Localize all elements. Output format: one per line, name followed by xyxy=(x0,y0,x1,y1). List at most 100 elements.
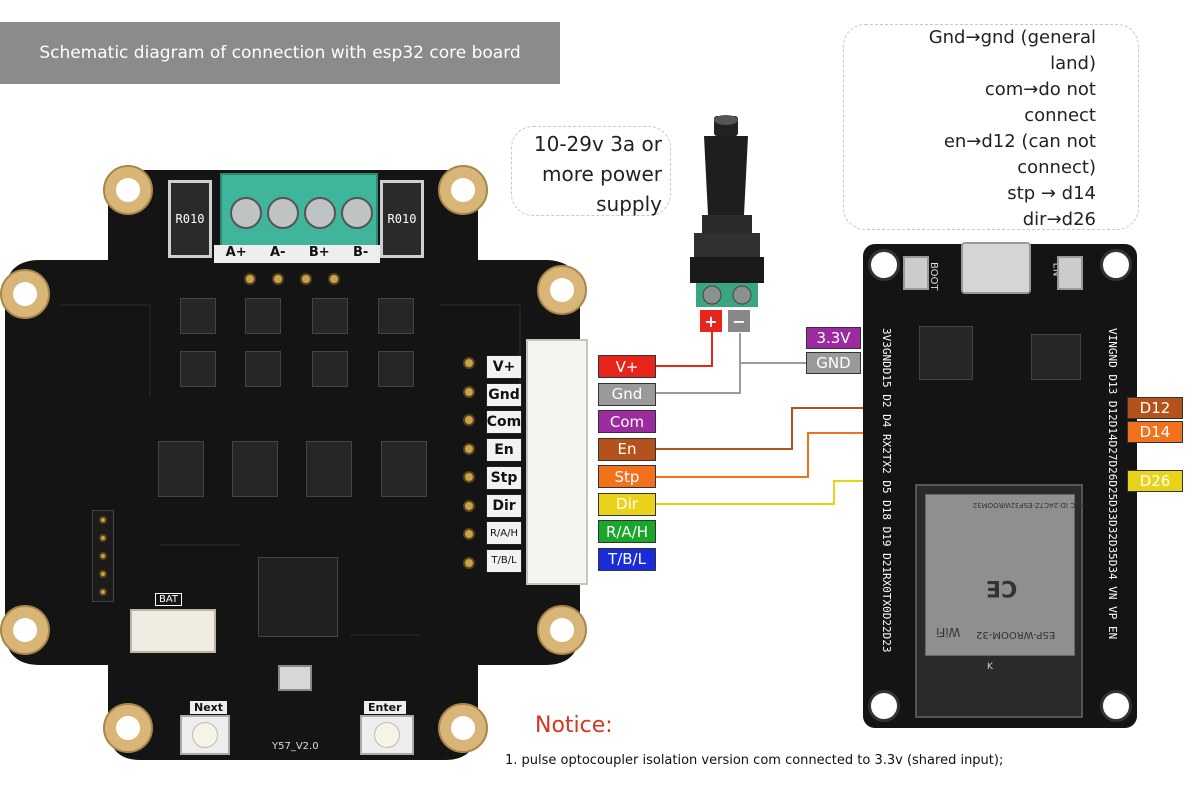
sense-resistor: R010 xyxy=(168,180,212,258)
header-pad xyxy=(463,499,475,512)
mapping-note-line: stp → d14 xyxy=(1007,183,1096,204)
module-k-label: K xyxy=(987,662,993,672)
signal-label-tbl: T/B/L xyxy=(598,547,656,571)
mounting-hole xyxy=(438,165,488,215)
jack-plus-label: + xyxy=(700,310,722,332)
module-ce-label: CE xyxy=(986,575,1018,600)
header-label-tbl: T/B/L xyxy=(486,548,522,573)
gate-driver-chip xyxy=(381,441,427,497)
pin-mapping-note: Gnd→gnd (general land) com→do not connec… xyxy=(843,24,1139,230)
header-label-vplus: V+ xyxy=(486,355,522,379)
jack-minus-label: − xyxy=(728,310,750,332)
module-wifi-label: WiFi xyxy=(936,625,961,639)
mounting-hole xyxy=(1100,690,1132,722)
right-pin-labels: VINGND D13 D12D14D27D26D25D33D32D35D34 V… xyxy=(1106,328,1119,640)
esp32-label-gnd: GND xyxy=(806,352,861,374)
signal-label-dir: Dir xyxy=(598,492,656,516)
signal-label-list: V+ Gnd Com En Stp Dir R/A/H T/B/L xyxy=(598,355,658,571)
microcontroller-chip xyxy=(258,557,338,637)
programming-header xyxy=(92,510,114,602)
motor-terminal-labels: A+ A- B+ B- xyxy=(214,245,380,263)
motor-terminal-block xyxy=(220,173,378,247)
stepper-driver-board: R010 R010 A+ A- B+ B- BAT Next Enter xyxy=(0,165,590,765)
terminal-screw xyxy=(304,197,336,229)
terminal-label: B+ xyxy=(308,245,330,260)
signal-label-gnd: Gnd xyxy=(598,382,656,406)
mounting-hole xyxy=(0,269,50,319)
notice-line: 1. pulse optocoupler isolation version c… xyxy=(505,753,1004,768)
dc-power-jack xyxy=(684,110,770,310)
signal-label-en: En xyxy=(598,437,656,461)
header-pad xyxy=(99,516,107,524)
header-pad xyxy=(463,385,475,398)
regulator-chip xyxy=(1031,334,1081,380)
mosfet-chip xyxy=(180,351,216,387)
next-button[interactable] xyxy=(180,715,230,755)
header-label-en: En xyxy=(486,438,522,463)
mounting-hole xyxy=(537,605,587,655)
header-pad xyxy=(463,442,475,455)
enter-button[interactable] xyxy=(360,715,414,755)
esp32-label-3v3: 3.3V xyxy=(806,327,861,349)
control-header-labels: V+ Gnd Com En Stp Dir R/A/H T/B/L xyxy=(486,355,524,573)
mosfet-chip xyxy=(378,351,414,387)
mapping-note-line: Gnd→gnd (general xyxy=(928,27,1096,48)
mapping-note-line: dir→d26 xyxy=(1022,209,1096,230)
mounting-hole xyxy=(103,703,153,753)
boot-button[interactable] xyxy=(903,256,929,290)
mosfet-chip xyxy=(180,298,216,334)
mounting-hole xyxy=(1100,249,1132,281)
header-label-com: Com xyxy=(486,410,522,435)
power-note-line: supply xyxy=(596,192,662,216)
sense-resistor: R010 xyxy=(380,180,424,258)
header-pad xyxy=(99,534,107,542)
esp32-label-d12: D12 xyxy=(1127,397,1183,419)
enter-button-label: Enter xyxy=(364,701,406,714)
board-version: Y57_V2.0 xyxy=(272,741,319,752)
header-pad xyxy=(463,357,475,369)
control-header-pads xyxy=(461,357,477,569)
mapping-note-line: connect) xyxy=(1017,157,1096,178)
gate-driver-chip xyxy=(158,441,204,497)
header-pad xyxy=(328,273,340,285)
wire-gnd xyxy=(656,333,741,394)
terminal-label: B- xyxy=(353,245,369,260)
header-pad xyxy=(99,552,107,560)
mapping-note-line: com→do not xyxy=(984,79,1096,100)
esp32-board: BOOT EN 3V3GNDD15 D2 D4 RX2TX2 D5 D18 D1… xyxy=(863,242,1137,728)
header-pad xyxy=(463,556,475,569)
terminal-screw xyxy=(341,197,373,229)
en-button[interactable] xyxy=(1057,256,1083,290)
header-label-stp: Stp xyxy=(486,465,522,490)
power-note-line: 10-29v 3a or xyxy=(533,132,662,156)
esp32-label-d26: D26 xyxy=(1127,470,1183,492)
usb-port[interactable] xyxy=(961,242,1031,294)
mosfet-chip xyxy=(245,298,281,334)
module-shield: FCC ID:2AC7Z-ESP32WROOM32 CE WiFi ESP-WR… xyxy=(925,494,1084,656)
crystal xyxy=(278,665,312,691)
header-pad xyxy=(272,273,284,285)
header-pad xyxy=(300,273,312,285)
terminal-label: A- xyxy=(270,245,286,260)
mounting-hole xyxy=(0,605,50,655)
wire-vplus xyxy=(656,330,713,367)
left-pin-labels: 3V3GNDD15 D2 D4 RX2TX2 D5 D18 D19 D21RX0… xyxy=(880,328,893,653)
gate-driver-chip xyxy=(232,441,278,497)
mounting-hole xyxy=(103,165,153,215)
signal-label-stp: Stp xyxy=(598,465,656,489)
next-button-label: Next xyxy=(190,701,228,714)
mosfet-chip xyxy=(312,351,348,387)
mapping-note-line: land) xyxy=(1050,53,1096,74)
mapping-note-line: connect xyxy=(1024,105,1096,126)
header-pad xyxy=(99,588,107,596)
module-name-label: ESP-WROOM-32 xyxy=(976,629,1056,640)
control-connector xyxy=(526,339,588,585)
terminal-screw xyxy=(230,197,262,229)
header-pad xyxy=(463,471,475,484)
mounting-hole xyxy=(537,265,587,315)
mosfet-chip xyxy=(378,298,414,334)
header-pad xyxy=(463,528,475,541)
power-note-line: more power xyxy=(542,162,662,186)
header-pad xyxy=(99,570,107,578)
esp32-label-d14: D14 xyxy=(1127,421,1183,443)
